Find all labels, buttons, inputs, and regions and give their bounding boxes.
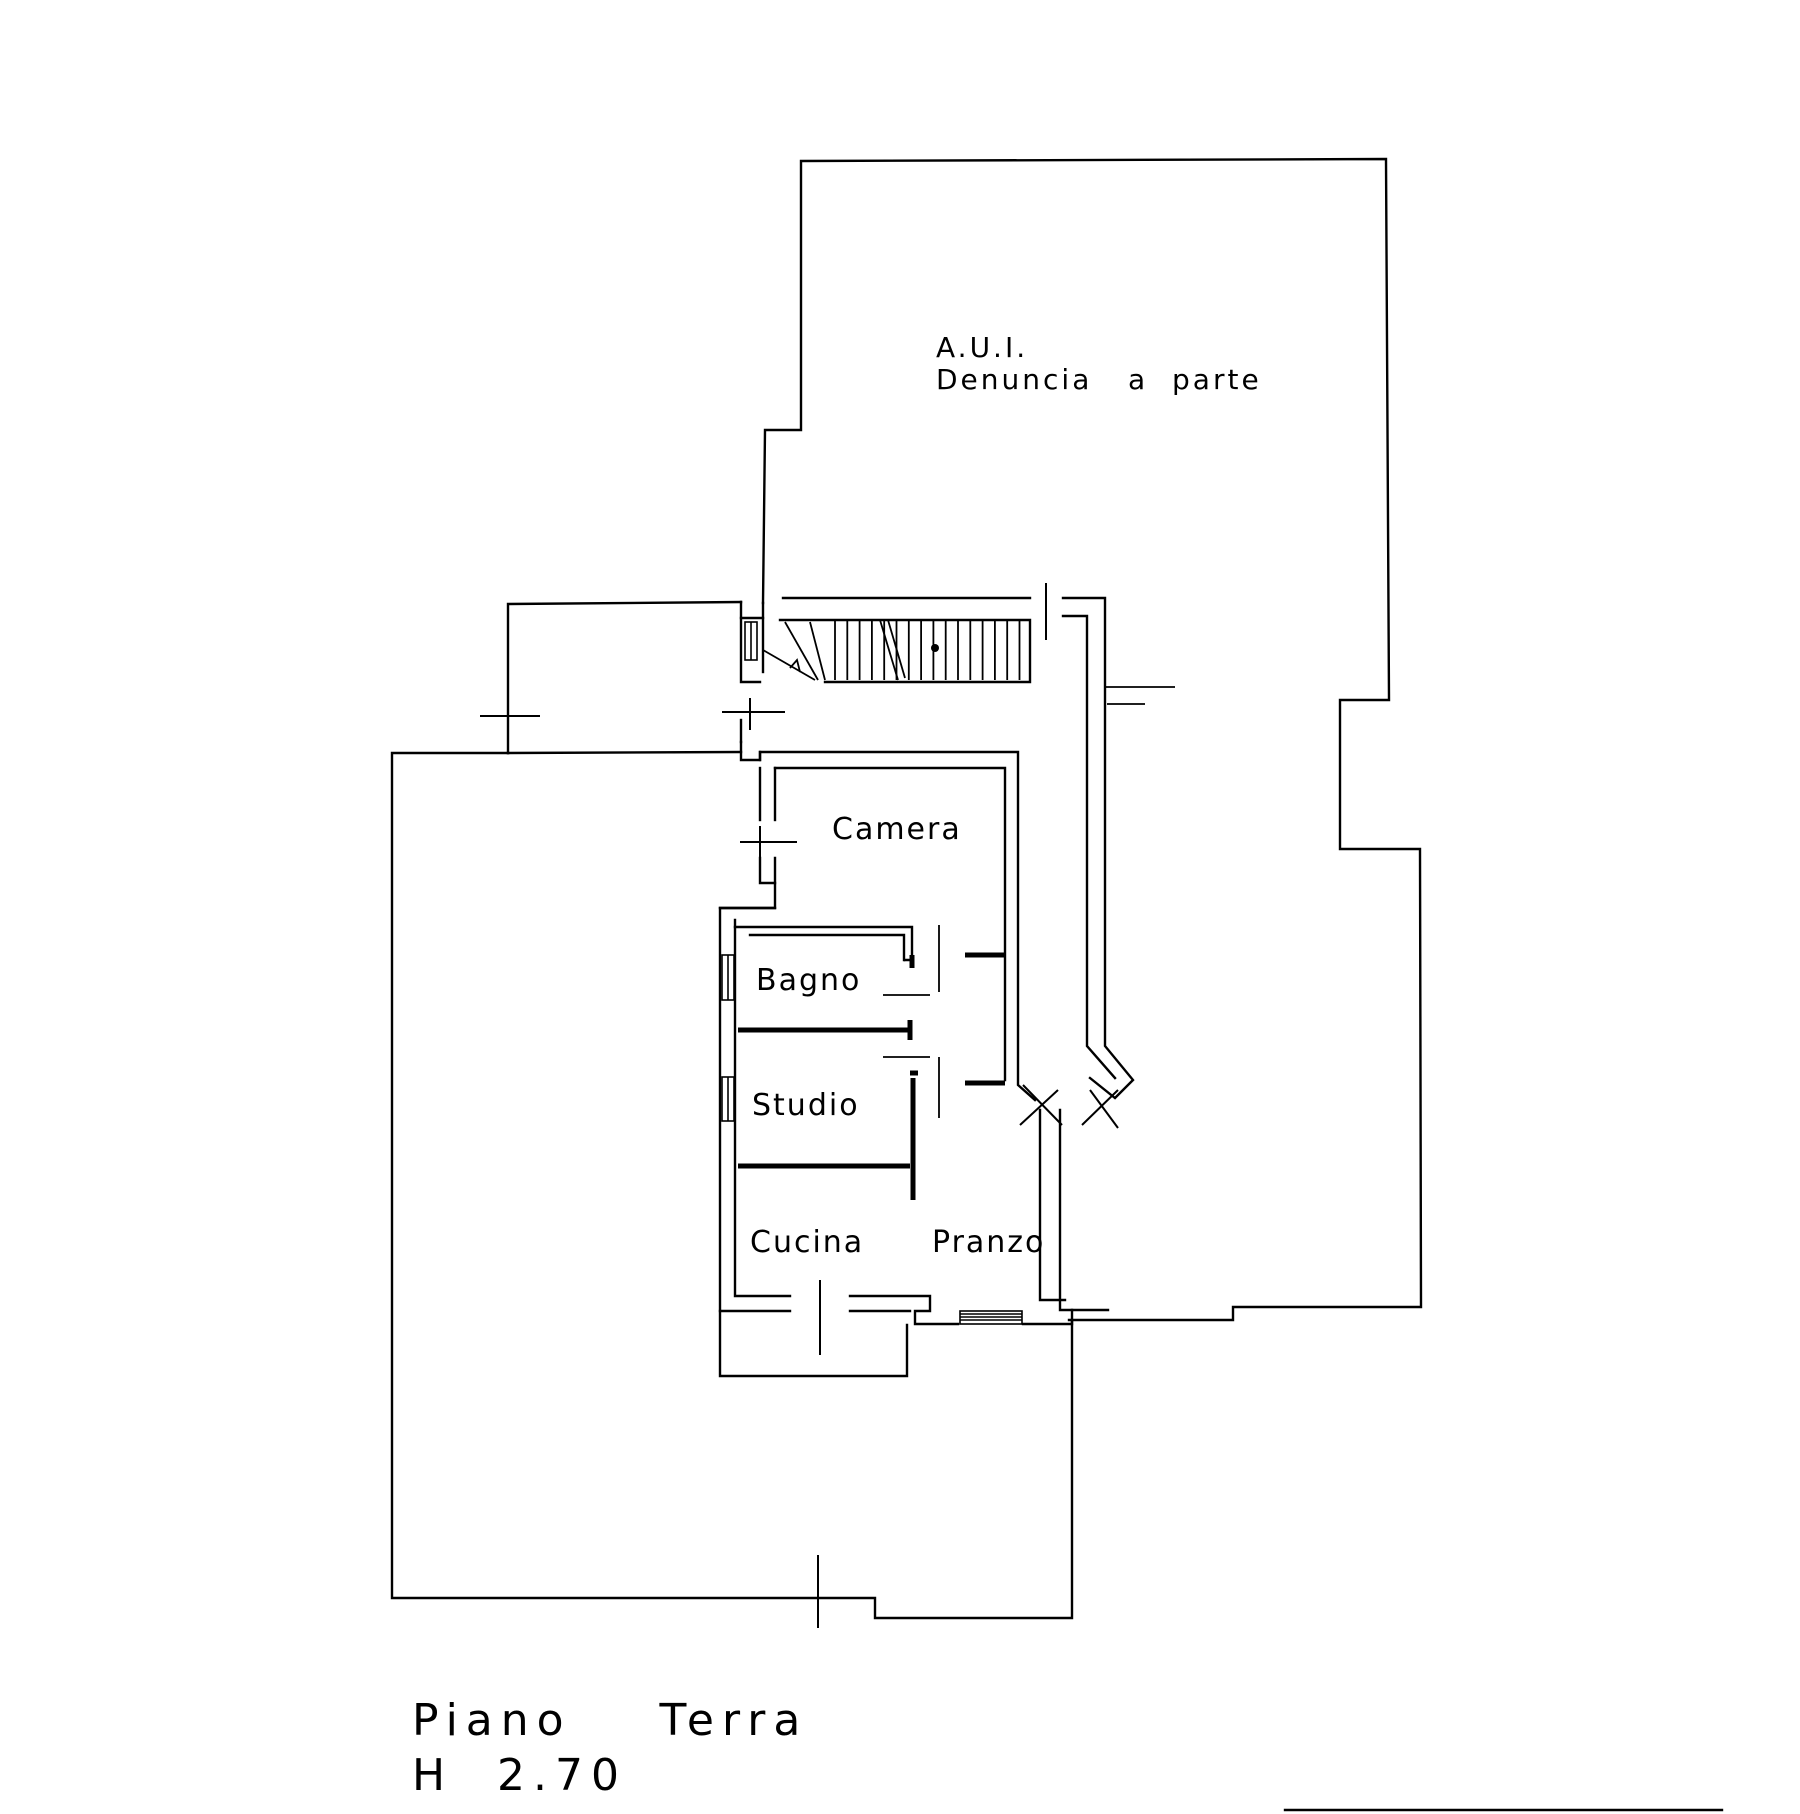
floor-title: Piano Terra <box>412 1695 808 1746</box>
floor-height: H 2.70 <box>412 1750 627 1801</box>
room-label-pranzo: Pranzo <box>932 1225 1045 1260</box>
courtyard-boundary <box>390 600 1074 1620</box>
annex-boundary <box>761 157 1423 1322</box>
annex-label-line1: A.U.I. <box>936 331 1028 364</box>
door-ticks <box>480 583 1119 1628</box>
stair-arrow-dot <box>931 644 939 652</box>
room-label-cucina: Cucina <box>750 1225 864 1260</box>
stair-arrow-line <box>887 619 906 679</box>
annex-label-line2: Denuncia a parte <box>936 363 1262 396</box>
room-label-bagno: Bagno <box>756 963 861 998</box>
room-label-camera: Camera <box>832 812 962 847</box>
stair-winder <box>762 649 816 681</box>
stair-winder <box>784 621 819 681</box>
stair-arrow-line <box>879 619 899 681</box>
staircase <box>762 619 1021 681</box>
room-label-studio: Studio <box>752 1088 860 1123</box>
windows <box>721 621 1023 1325</box>
stair-winder <box>809 621 826 681</box>
interior-partitions <box>733 925 1005 1200</box>
stair-arrow-head <box>789 658 801 673</box>
house-walls <box>718 596 1175 1378</box>
